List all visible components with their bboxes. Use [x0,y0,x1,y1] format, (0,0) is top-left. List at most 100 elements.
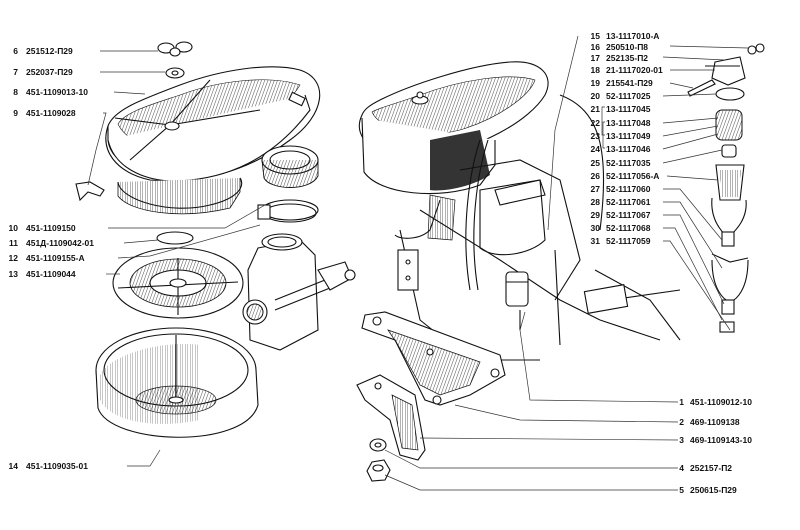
part-number: 24 [590,144,600,154]
part-label-12: 12 451-1109155-А [4,253,85,263]
part-code: 451-1109150 [26,223,76,233]
part-number: 16 [590,42,600,52]
part-label-13: 13 451-1109044 [4,269,76,279]
wing-nut-part [157,41,193,57]
part-code: 52-1117061 [606,197,651,207]
part-code: 21-1117020-01 [606,65,663,75]
part-number: 29 [590,210,600,220]
support-part [356,374,426,461]
part-number: 9 [13,108,18,118]
part-code: 215541-П29 [606,78,653,88]
part-code: 451-1109013-10 [26,87,88,97]
part-label-6: 6 251512-П29 [4,46,73,56]
part-label-25: 25 52-1117035 [586,158,651,168]
part-code: 252037-П29 [26,67,73,77]
part-number: 8 [13,87,18,97]
part-code: 250510-П8 [606,42,649,52]
leader-lines [87,35,749,491]
part-label-17: 17 252135-П2 [586,53,649,63]
part-label-10: 10 451-1109150 [4,223,76,233]
part-label-19: 19 215541-П29 [586,78,653,88]
part-number: 30 [590,223,600,233]
part-code: 13-1117048 [606,118,651,128]
washer-part [165,67,185,79]
part-code: 252157-П2 [690,463,733,473]
part-label-8: 8 451-1109013-10 [4,87,88,97]
part-code: 13-1117010-А [606,31,660,41]
part-label-16: 16 250510-П8 [586,42,649,52]
part-number: 10 [8,223,18,233]
part-code: 52-1117060 [606,184,651,194]
part-code: 52-1117056-А [606,171,660,181]
part-label-30: 30 52-1117068 [586,223,651,233]
part-label-29: 29 52-1117067 [586,210,651,220]
part-label-28: 28 52-1117061 [586,197,651,207]
installed-air-filter [358,61,549,195]
part-number: 19 [590,78,600,88]
part-code: 52-1117025 [606,91,651,101]
part-label-24: 24 13-1117046 [586,144,651,154]
part-code: 451-1109028 [26,108,76,118]
part-label-15: 15 13-1117010-А [586,31,660,41]
part-number: 28 [590,197,600,207]
part-code: 252135-П2 [606,53,649,63]
carburetor-part [242,233,356,351]
part-code: 52-1117068 [606,223,651,233]
part-code: 52-1117035 [606,158,651,168]
part-label-23: 23 13-1117049 [586,131,651,141]
part-code: 52-1117067 [606,210,651,220]
part-code: 250615-П29 [690,485,737,495]
fuel-filter-exploded [687,43,765,333]
part-number: 12 [8,253,18,263]
part-label-4: 4 252157-П2 [670,463,732,473]
part-code: 451Д-1109042-01 [26,238,94,248]
part-number: 22 [590,118,600,128]
part-code: 13-1117045 [606,104,651,114]
part-label-7: 7 252037-П29 [4,67,73,77]
part-number: 11 [9,238,18,248]
part-number: 14 [8,461,18,471]
part-number: 17 [590,53,600,63]
part-number: 1 [679,397,684,407]
sleeve-part [261,145,319,188]
air-filter-cover-part [105,66,321,215]
part-number: 6 [13,46,18,56]
part-number: 27 [590,184,600,194]
part-code: 52-1117059 [606,236,651,246]
part-label-9: 9 451-1109028 [4,108,76,118]
part-label-3: 3 469-1109143-10 [670,435,752,445]
part-number: 2 [679,417,684,427]
part-number: 4 [679,463,684,473]
filter-housing-part [95,327,259,438]
part-code: 451-1109035-01 [26,461,88,471]
part-number: 15 [590,31,600,41]
part-code: 251512-П29 [26,46,73,56]
part-label-22: 22 13-1117048 [586,118,651,128]
part-number: 3 [679,435,684,445]
part-number: 13 [8,269,18,279]
part-code: 13-1117049 [606,131,651,141]
part-code: 469-1109143-10 [690,435,752,445]
nut-part [366,459,391,482]
part-code: 451-1109012-10 [690,397,752,407]
part-number: 23 [590,131,600,141]
part-number: 7 [13,67,18,77]
part-number: 25 [590,158,600,168]
clamp-part [257,199,319,223]
part-code: 451-1109044 [26,269,76,279]
part-label-26: 26 52-1117056-А [586,171,660,181]
part-label-14: 14 451-1109035-01 [4,461,88,471]
mounting-bracket-part [361,311,506,406]
part-number: 26 [590,171,600,181]
part-label-1: 1 451-1109012-10 [670,397,752,407]
part-code: 13-1117046 [606,144,651,154]
part-label-11: 11 451Д-1109042-01 [4,238,94,248]
part-code: 451-1109155-А [26,253,85,263]
